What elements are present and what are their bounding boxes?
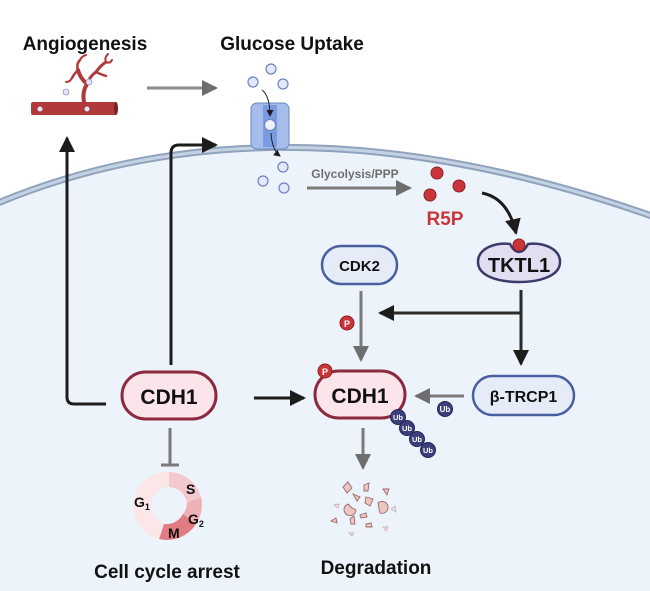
r5p-label: R5P	[427, 209, 464, 230]
phospho-badge-free: P	[339, 315, 355, 331]
cdh1-left-node[interactable]: CDH1	[120, 370, 218, 421]
svg-text:Ub: Ub	[402, 424, 412, 433]
degradation-fragments-icon	[329, 481, 397, 537]
arrow-cdh1-to-glucose-uptake	[169, 137, 218, 365]
btrcp1-node[interactable]: β-TRCP1	[471, 374, 576, 417]
blood-vessel-icon	[31, 53, 118, 115]
cdh1-center-label: CDH1	[331, 385, 388, 408]
svg-text:Ub: Ub	[440, 405, 451, 414]
cell-cycle-icon: G1 S G2 M	[132, 471, 204, 541]
cdk2-node[interactable]: CDK2	[320, 244, 399, 286]
phase-s: S	[186, 481, 195, 497]
btrcp1-label: β-TRCP1	[490, 389, 558, 406]
degradation-label: Degradation	[321, 558, 432, 579]
ubiquitin-badge-free: Ub	[437, 401, 453, 417]
tktl1-node[interactable]: TKTL1	[476, 238, 562, 284]
glycolysis-ppp-label: Glycolysis/PPP	[311, 167, 398, 181]
cell-cycle-arrest-label: Cell cycle arrest	[94, 562, 240, 583]
inhibition-cdh1-cell-cycle	[161, 428, 179, 467]
polyubiquitin-chain: Ub Ub Ub Ub	[390, 409, 436, 458]
cdh1-center-node[interactable]: CDH1 P Ub Ub Ub Ub	[313, 363, 436, 458]
svg-text:Ub: Ub	[393, 413, 403, 422]
r5p-molecules-icon	[423, 166, 466, 202]
phase-g1: G1	[134, 494, 150, 512]
tktl1-label: TKTL1	[488, 255, 550, 277]
glucose-uptake-label: Glucose Uptake	[220, 34, 364, 55]
svg-text:Ub: Ub	[412, 435, 422, 444]
glucose-transporter-icon	[247, 63, 290, 194]
arrow-cdh1-to-angiogenesis	[59, 136, 106, 406]
arrow-r5p-to-tktl1	[481, 191, 521, 235]
cdk2-label: CDK2	[339, 258, 380, 275]
cdh1-left-label: CDH1	[140, 386, 197, 409]
svg-text:P: P	[344, 319, 350, 329]
angiogenesis-label: Angiogenesis	[23, 34, 148, 55]
phase-g2: G2	[188, 511, 204, 529]
svg-text:Ub: Ub	[423, 446, 433, 455]
phospho-badge-cdh1: P	[317, 363, 333, 379]
svg-text:P: P	[322, 367, 328, 377]
phase-m: M	[168, 525, 180, 541]
